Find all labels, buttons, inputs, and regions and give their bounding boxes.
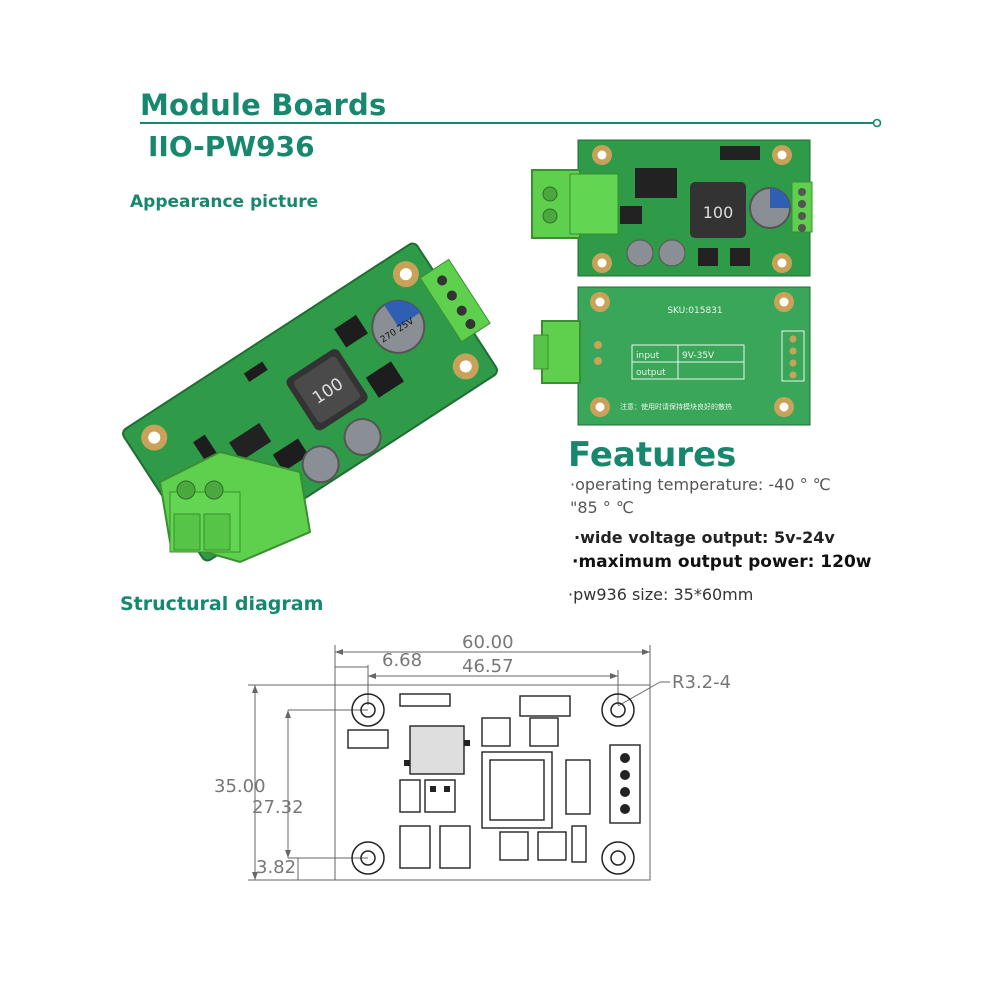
appearance-heading: Appearance picture [130,192,319,212]
dim-hole-vertical: 27.32 [252,797,304,818]
dim-height: 35.00 [214,776,266,797]
features-heading: Features [568,435,737,475]
feature-output-power: ·maximum output power: 120w [572,552,872,572]
product-photo-bottom: SKU:015831 input 9V-35V output 注意：使用时请保持… [533,286,811,426]
feature-voltage-output: ·wide voltage output: 5v-24v [574,528,835,547]
page-title: Module Boards [140,88,387,122]
feature-operating-temp-cont: "85 ° ℃ [570,498,634,517]
feature-size: ·pw936 size: 35*60mm [568,585,754,604]
input-marking: input [636,351,660,361]
note-marking: 注意：使用时请保持模块良好的散热 [620,402,732,411]
dim-hole-radius: R3.2-4 [672,672,731,693]
model-number: IIO-PW936 [148,130,315,163]
input-range-marking: 9V-35V [682,351,715,361]
dim-hole-bottom: 3.82 [256,857,296,878]
sku-marking: SKU:015831 [667,306,722,316]
product-photo-top: 100 [531,139,813,277]
dim-total-width: 60.00 [462,632,514,653]
product-photo-angled: 100 270 25V [122,242,498,564]
dim-hole-spacing: 46.57 [462,656,514,677]
svg-text:100: 100 [703,203,734,222]
dim-offset: 6.68 [382,650,422,671]
feature-operating-temp: ·operating temperature: -40 ° ℃ [570,475,831,494]
structural-heading: Structural diagram [120,593,324,615]
output-marking: output [636,368,666,378]
structural-diagram: 60.00 6.68 46.57 R3.2-4 35.00 27.32 3.82 [214,632,731,881]
title-underline [140,118,882,128]
